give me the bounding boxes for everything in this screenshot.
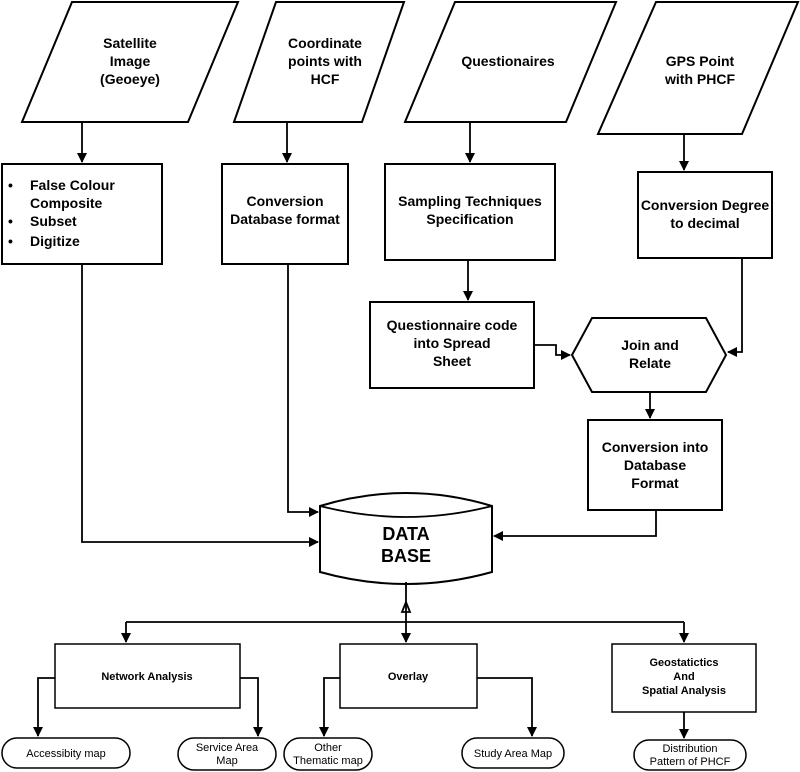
other-thematic-map-node: Other Thematic map <box>283 737 373 771</box>
edge-degree-to-join <box>727 258 743 357</box>
distribution-line-2: Pattern of PHCF <box>650 756 731 768</box>
service-area-line-2: Map <box>216 755 237 767</box>
false-colour-item-1: False Colour <box>30 177 115 193</box>
coordinate-line-2: points with <box>288 53 362 69</box>
overlay-label: Overlay <box>388 671 429 683</box>
geostatistics-line-3: Spatial Analysis <box>642 685 726 697</box>
false-colour-item-3: Subset <box>30 213 77 229</box>
gps-point-node: GPS Point with PHCF <box>596 1 800 135</box>
satellite-line-1: Satellite <box>103 35 157 51</box>
geostatistics-line-1: Geostatictics <box>649 657 718 669</box>
edge-overlay-to-thematic <box>319 677 340 737</box>
conversion-degree-line-2: to decimal <box>670 215 739 231</box>
accessibility-label: Accessibity map <box>26 748 105 760</box>
distribution-pattern-node: Distribution Pattern of PHCF <box>633 739 747 771</box>
gps-line-1: GPS Point <box>666 53 735 69</box>
study-area-map-node: Study Area Map <box>461 737 565 769</box>
conversion-degree-line-1: Conversion Degree <box>641 197 770 213</box>
coordinate-line-3: HCF <box>311 71 340 87</box>
network-analysis-box: Network Analysis <box>54 643 241 709</box>
geostatistics-box: Geostatictics And Spatial Analysis <box>611 643 757 713</box>
sampling-line-2: Specification <box>426 211 513 227</box>
bullet-3: • <box>8 233 13 249</box>
join-relate-line-2: Relate <box>629 355 671 371</box>
false-colour-item-2: Composite <box>30 195 103 211</box>
coordinate-line-1: Coordinate <box>288 35 362 51</box>
questionnaire-code-line-3: Sheet <box>433 353 471 369</box>
bullet-1: • <box>8 177 13 193</box>
questionnaire-code-line-1: Questionnaire code <box>387 317 518 333</box>
gps-line-2: with PHCF <box>664 71 735 87</box>
overlay-box: Overlay <box>339 643 478 709</box>
false-colour-box: • False Colour Composite • Subset • Digi… <box>1 163 163 265</box>
edge-qcode-to-join <box>534 344 571 360</box>
edge-network-to-service <box>240 677 263 737</box>
questionnaires-label: Questionaires <box>461 53 555 69</box>
edge-network-to-accessibility <box>33 677 55 737</box>
satellite-line-3: (Geoeye) <box>100 71 160 87</box>
edge-overlay-to-study <box>477 677 537 737</box>
conversion-db-line-1: Conversion <box>246 193 323 209</box>
join-relate-node: Join and Relate <box>570 317 728 393</box>
study-area-label: Study Area Map <box>474 748 552 760</box>
conversion-database-format-box: Conversion Database format <box>221 163 349 265</box>
network-analysis-label: Network Analysis <box>101 671 192 683</box>
satellite-line-2: Image <box>110 53 151 69</box>
conversion-degree-box: Conversion Degree to decimal <box>637 171 773 259</box>
coordinate-points-node: Coordinate points with HCF <box>232 0 406 123</box>
geostatistics-line-2: And <box>673 671 694 683</box>
bullet-2: • <box>8 213 13 229</box>
conversion-into-database-box: Conversion into Database Format <box>587 419 723 511</box>
other-thematic-line-1: Other <box>314 742 342 754</box>
satellite-image-node: Satellite Image (Geoeye) <box>20 1 240 123</box>
database-down-arrowhead <box>400 599 412 613</box>
database-line-2: BASE <box>381 546 431 566</box>
edge-convdb-to-database <box>493 510 657 541</box>
distribution-line-1: Distribution <box>662 743 717 755</box>
service-area-map-node: Service Area Map <box>177 737 277 771</box>
accessibility-map-node: Accessibity map <box>1 737 131 769</box>
join-relate-line-1: Join and <box>621 337 679 353</box>
conversion-into-db-line-1: Conversion into <box>602 439 709 455</box>
edge-conversion-to-database <box>287 264 319 517</box>
other-thematic-line-2: Thematic map <box>293 755 363 767</box>
conversion-db-line-2: Database format <box>230 211 340 227</box>
conversion-into-db-line-2: Database <box>624 457 686 473</box>
database-cylinder: DATA BASE <box>319 492 493 585</box>
conversion-into-db-line-3: Format <box>631 475 679 491</box>
questionnaires-node: Questionaires <box>403 1 618 123</box>
database-line-1: DATA <box>382 524 429 544</box>
false-colour-item-4: Digitize <box>30 233 80 249</box>
sampling-techniques-box: Sampling Techniques Specification <box>384 163 556 261</box>
edge-falsecolour-to-database <box>81 264 319 547</box>
sampling-line-1: Sampling Techniques <box>398 193 542 209</box>
questionnaire-code-line-2: into Spread <box>413 335 490 351</box>
service-area-line-1: Service Area <box>196 742 259 754</box>
questionnaire-code-box: Questionnaire code into Spread Sheet <box>369 301 535 389</box>
